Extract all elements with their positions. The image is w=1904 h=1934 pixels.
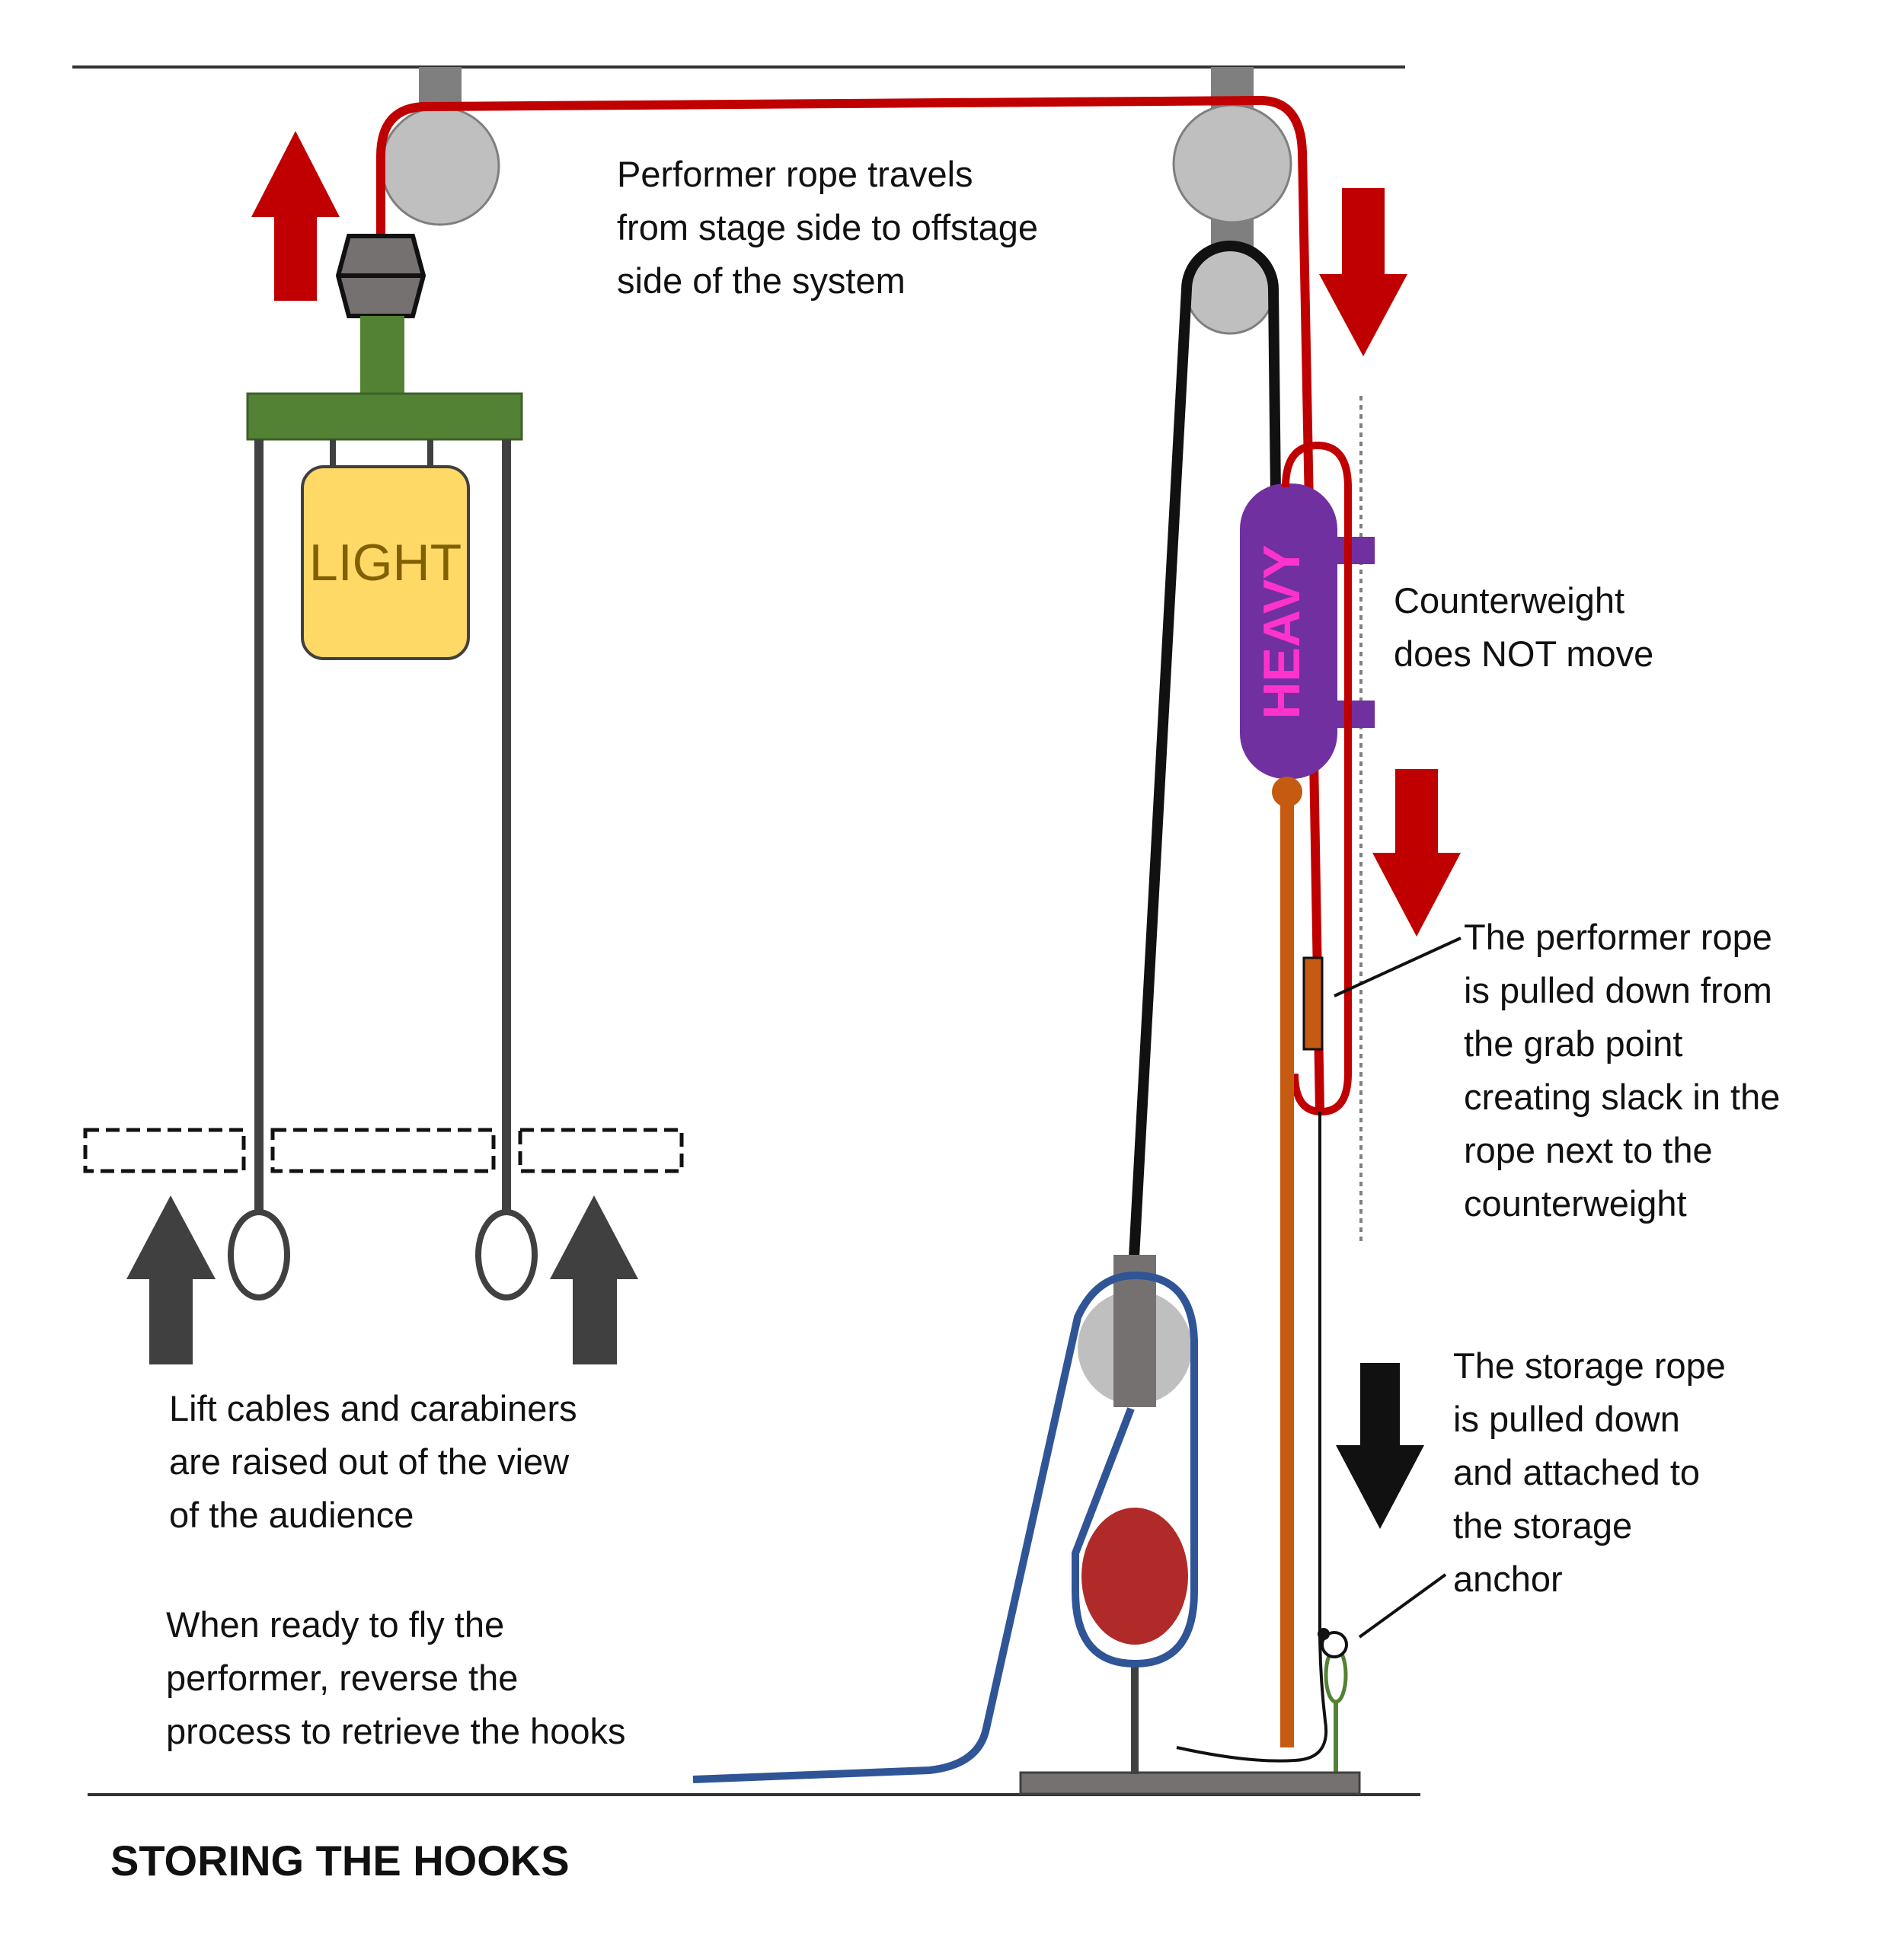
blue-rope xyxy=(692,1272,1198,1783)
note-line: from stage side to offstage xyxy=(617,207,1038,247)
carabiner-right xyxy=(475,1209,538,1301)
right-head-pulley xyxy=(1172,104,1292,224)
light-label: LIGHT xyxy=(309,534,462,592)
note-line: rope next to the xyxy=(1464,1130,1713,1170)
note-line: and attached to xyxy=(1453,1452,1700,1492)
note-line: Performer rope travels xyxy=(617,154,973,194)
tension-weight xyxy=(1081,1508,1188,1645)
note-line: Counterweight xyxy=(1394,580,1624,621)
note-line: are raised out of the view xyxy=(169,1441,570,1482)
storage-rope-hook xyxy=(1321,1631,1348,1658)
note-performer-rope-travels: Performer rope travels from stage side t… xyxy=(617,154,1048,301)
note-line: The storage rope xyxy=(1453,1345,1726,1386)
arrow-down-red-icon xyxy=(1372,769,1461,937)
floor-base-plate xyxy=(1019,1771,1361,1795)
carabiner-left xyxy=(228,1209,290,1301)
counterweight xyxy=(1240,484,1337,779)
masking-border-left xyxy=(83,1128,246,1173)
note-lift-cables: Lift cables and carabiners are raised ou… xyxy=(169,1388,587,1535)
callout-line-grab-point xyxy=(1334,937,1462,997)
note-line: When ready to fly the xyxy=(166,1604,504,1645)
spreader-bar xyxy=(246,392,523,441)
note-line: does NOT move xyxy=(1394,633,1653,674)
masking-border-center xyxy=(270,1128,496,1173)
storage-rope xyxy=(1176,1112,1328,1763)
note-performer-rope-pulled: The performer rope is pulled down from t… xyxy=(1464,917,1790,1224)
note-line: The performer rope xyxy=(1464,917,1772,957)
spreader-bar-stem xyxy=(360,316,404,394)
note-line: is pulled down from xyxy=(1464,970,1772,1010)
counterweight-label: HEAVY xyxy=(1253,544,1311,719)
note-line: Lift cables and carabiners xyxy=(169,1388,577,1428)
note-line: performer, reverse the xyxy=(166,1658,518,1698)
performer-rope-red xyxy=(376,96,1324,1112)
note-line: process to retrieve the hooks xyxy=(166,1711,625,1751)
note-line: of the audience xyxy=(169,1495,414,1535)
storage-rope-knot xyxy=(1318,1628,1330,1640)
note-line: is pulled down xyxy=(1453,1399,1680,1439)
performer-rope-slack-loop xyxy=(1282,441,1352,1116)
note-line: the grab point xyxy=(1464,1023,1682,1064)
note-line: creating slack in the xyxy=(1464,1077,1780,1117)
masking-border-right xyxy=(518,1128,684,1173)
diagram-title: STORING THE HOOKS xyxy=(110,1837,570,1885)
orange-rod xyxy=(1280,792,1294,1747)
note-line: counterweight xyxy=(1464,1183,1687,1224)
arrow-up-red-icon xyxy=(251,131,340,301)
arrow-up-dark-icon xyxy=(550,1195,638,1364)
grab-point xyxy=(1302,956,1324,1051)
arrow-down-red-icon xyxy=(1319,188,1407,356)
note-line: the storage xyxy=(1453,1505,1632,1546)
note-counterweight-static: Counterweight does NOT move xyxy=(1394,580,1653,674)
arrow-down-black-icon xyxy=(1336,1363,1424,1529)
light-fixture xyxy=(301,465,470,660)
note-line: anchor xyxy=(1453,1559,1563,1599)
note-reverse-process: When ready to fly the performer, reverse… xyxy=(166,1604,625,1751)
arrow-up-dark-icon xyxy=(126,1195,216,1364)
left-head-pulley xyxy=(380,106,500,226)
callout-line-storage-anchor xyxy=(1358,1573,1447,1639)
note-storage-rope: The storage rope is pulled down and atta… xyxy=(1453,1345,1736,1599)
note-line: side of the system xyxy=(617,260,906,301)
operating-line-black xyxy=(1128,241,1281,1272)
